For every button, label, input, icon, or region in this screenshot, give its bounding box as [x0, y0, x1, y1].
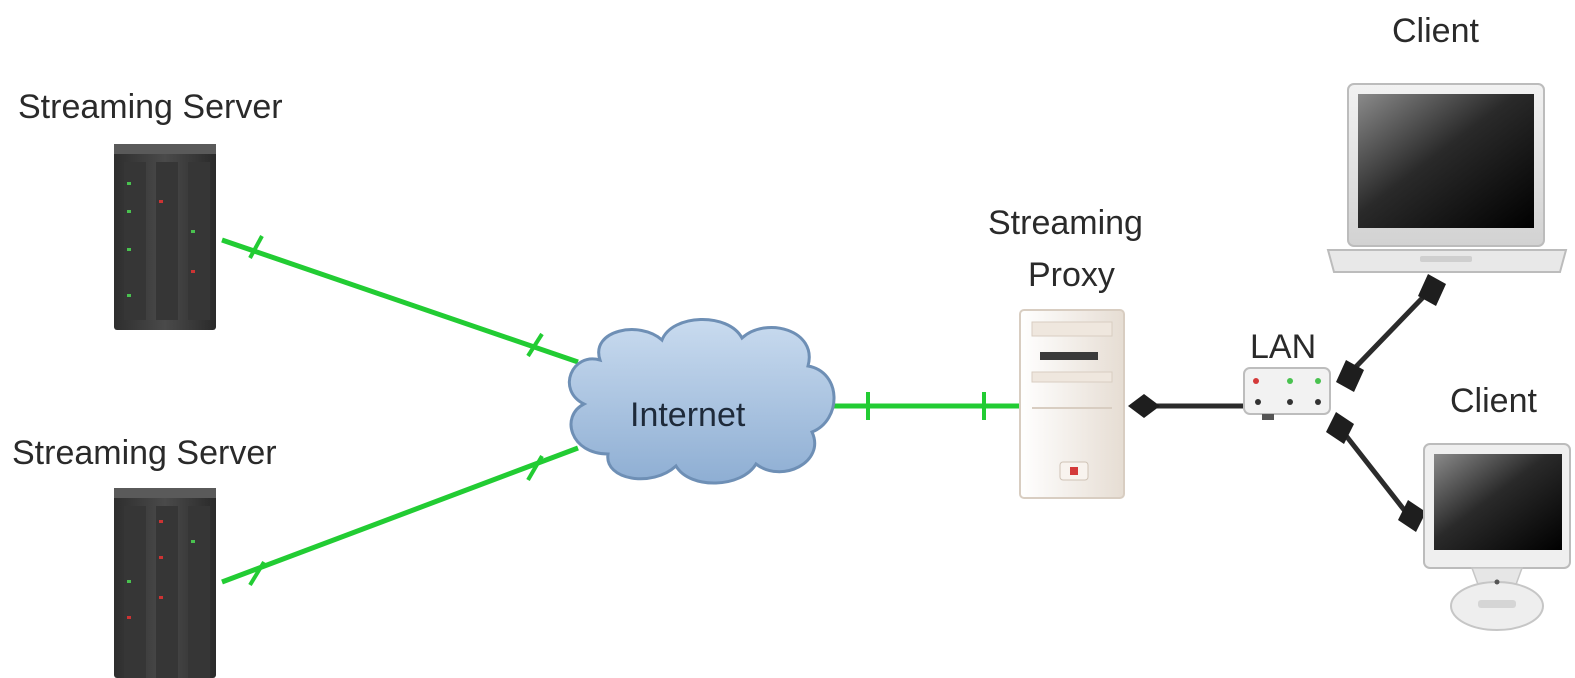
- tower-computer-icon: [1019, 309, 1125, 499]
- proxy-label-line2: Proxy: [1028, 256, 1115, 294]
- laptop-icon: [1326, 83, 1568, 273]
- desktop-monitor-icon: [1423, 443, 1571, 631]
- server-bottom-label: Streaming Server: [12, 434, 277, 472]
- network-switch-icon: [1243, 367, 1331, 420]
- client-bottom-label: Client: [1450, 382, 1537, 420]
- wan-link-server-top: [221, 235, 579, 365]
- lan-link-client-bottom: [1326, 412, 1426, 532]
- cloud-icon: [567, 318, 836, 485]
- rack-server-icon: [114, 488, 216, 678]
- server-top-label: Streaming Server: [18, 88, 283, 126]
- lan-link-proxy: [1128, 394, 1252, 418]
- proxy-label-line1: Streaming: [988, 204, 1143, 242]
- internet-label: Internet: [630, 396, 746, 434]
- wan-link-proxy: [830, 392, 1022, 420]
- rack-server-icon: [114, 144, 216, 330]
- wan-link-server-bottom: [221, 445, 579, 587]
- lan-link-client-top: [1336, 274, 1446, 392]
- client-top-label: Client: [1392, 12, 1479, 50]
- lan-label: LAN: [1250, 328, 1316, 366]
